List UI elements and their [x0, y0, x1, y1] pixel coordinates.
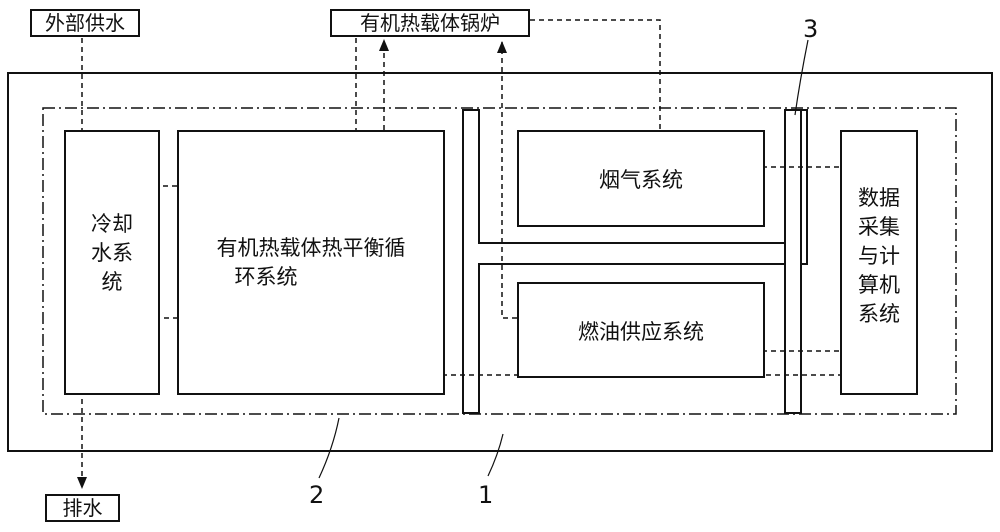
data-acquisition-label: 数据 采集 与计 算机 系统	[858, 186, 900, 326]
data-acquisition-computer-system: 数据 采集 与计 算机 系统	[840, 130, 918, 395]
boiler-label: 有机热载体锅炉	[330, 9, 530, 37]
leader-line-2	[318, 417, 340, 479]
leader-line-1	[487, 433, 504, 477]
leader-line-3	[794, 39, 809, 116]
bus-bar-left	[462, 109, 808, 414]
fuel-supply-label: 燃油供应系统	[578, 320, 704, 344]
flue-gas-system: 烟气系统	[517, 130, 765, 227]
fuel-supply-system: 燃油供应系统	[517, 282, 765, 378]
cooling-water-system-label: 冷却 水系 统	[91, 212, 133, 294]
flue-gas-label: 烟气系统	[599, 168, 683, 192]
inner-dashdot-boundary	[42, 107, 957, 415]
external-water-supply-label: 外部供水	[30, 9, 140, 37]
drain-label: 排水	[45, 494, 120, 522]
outer-boundary	[7, 72, 993, 452]
reference-number-1: 1	[478, 481, 494, 509]
heat-balance-circulation-system: 有机热载体热平衡循 环系统	[177, 130, 445, 395]
bus-bar-right	[784, 109, 802, 414]
boiler-to-flue-gas	[530, 19, 665, 145]
cooling-water-system: 冷却 水系 统	[64, 130, 160, 395]
fuel-to-boiler	[497, 41, 517, 319]
reference-number-3: 3	[803, 15, 819, 43]
reference-number-2: 2	[309, 481, 325, 509]
heat-balance-label-line1: 有机热载体热平衡循	[216, 236, 406, 260]
heat-balance-label-line2: 环系统	[234, 265, 298, 289]
